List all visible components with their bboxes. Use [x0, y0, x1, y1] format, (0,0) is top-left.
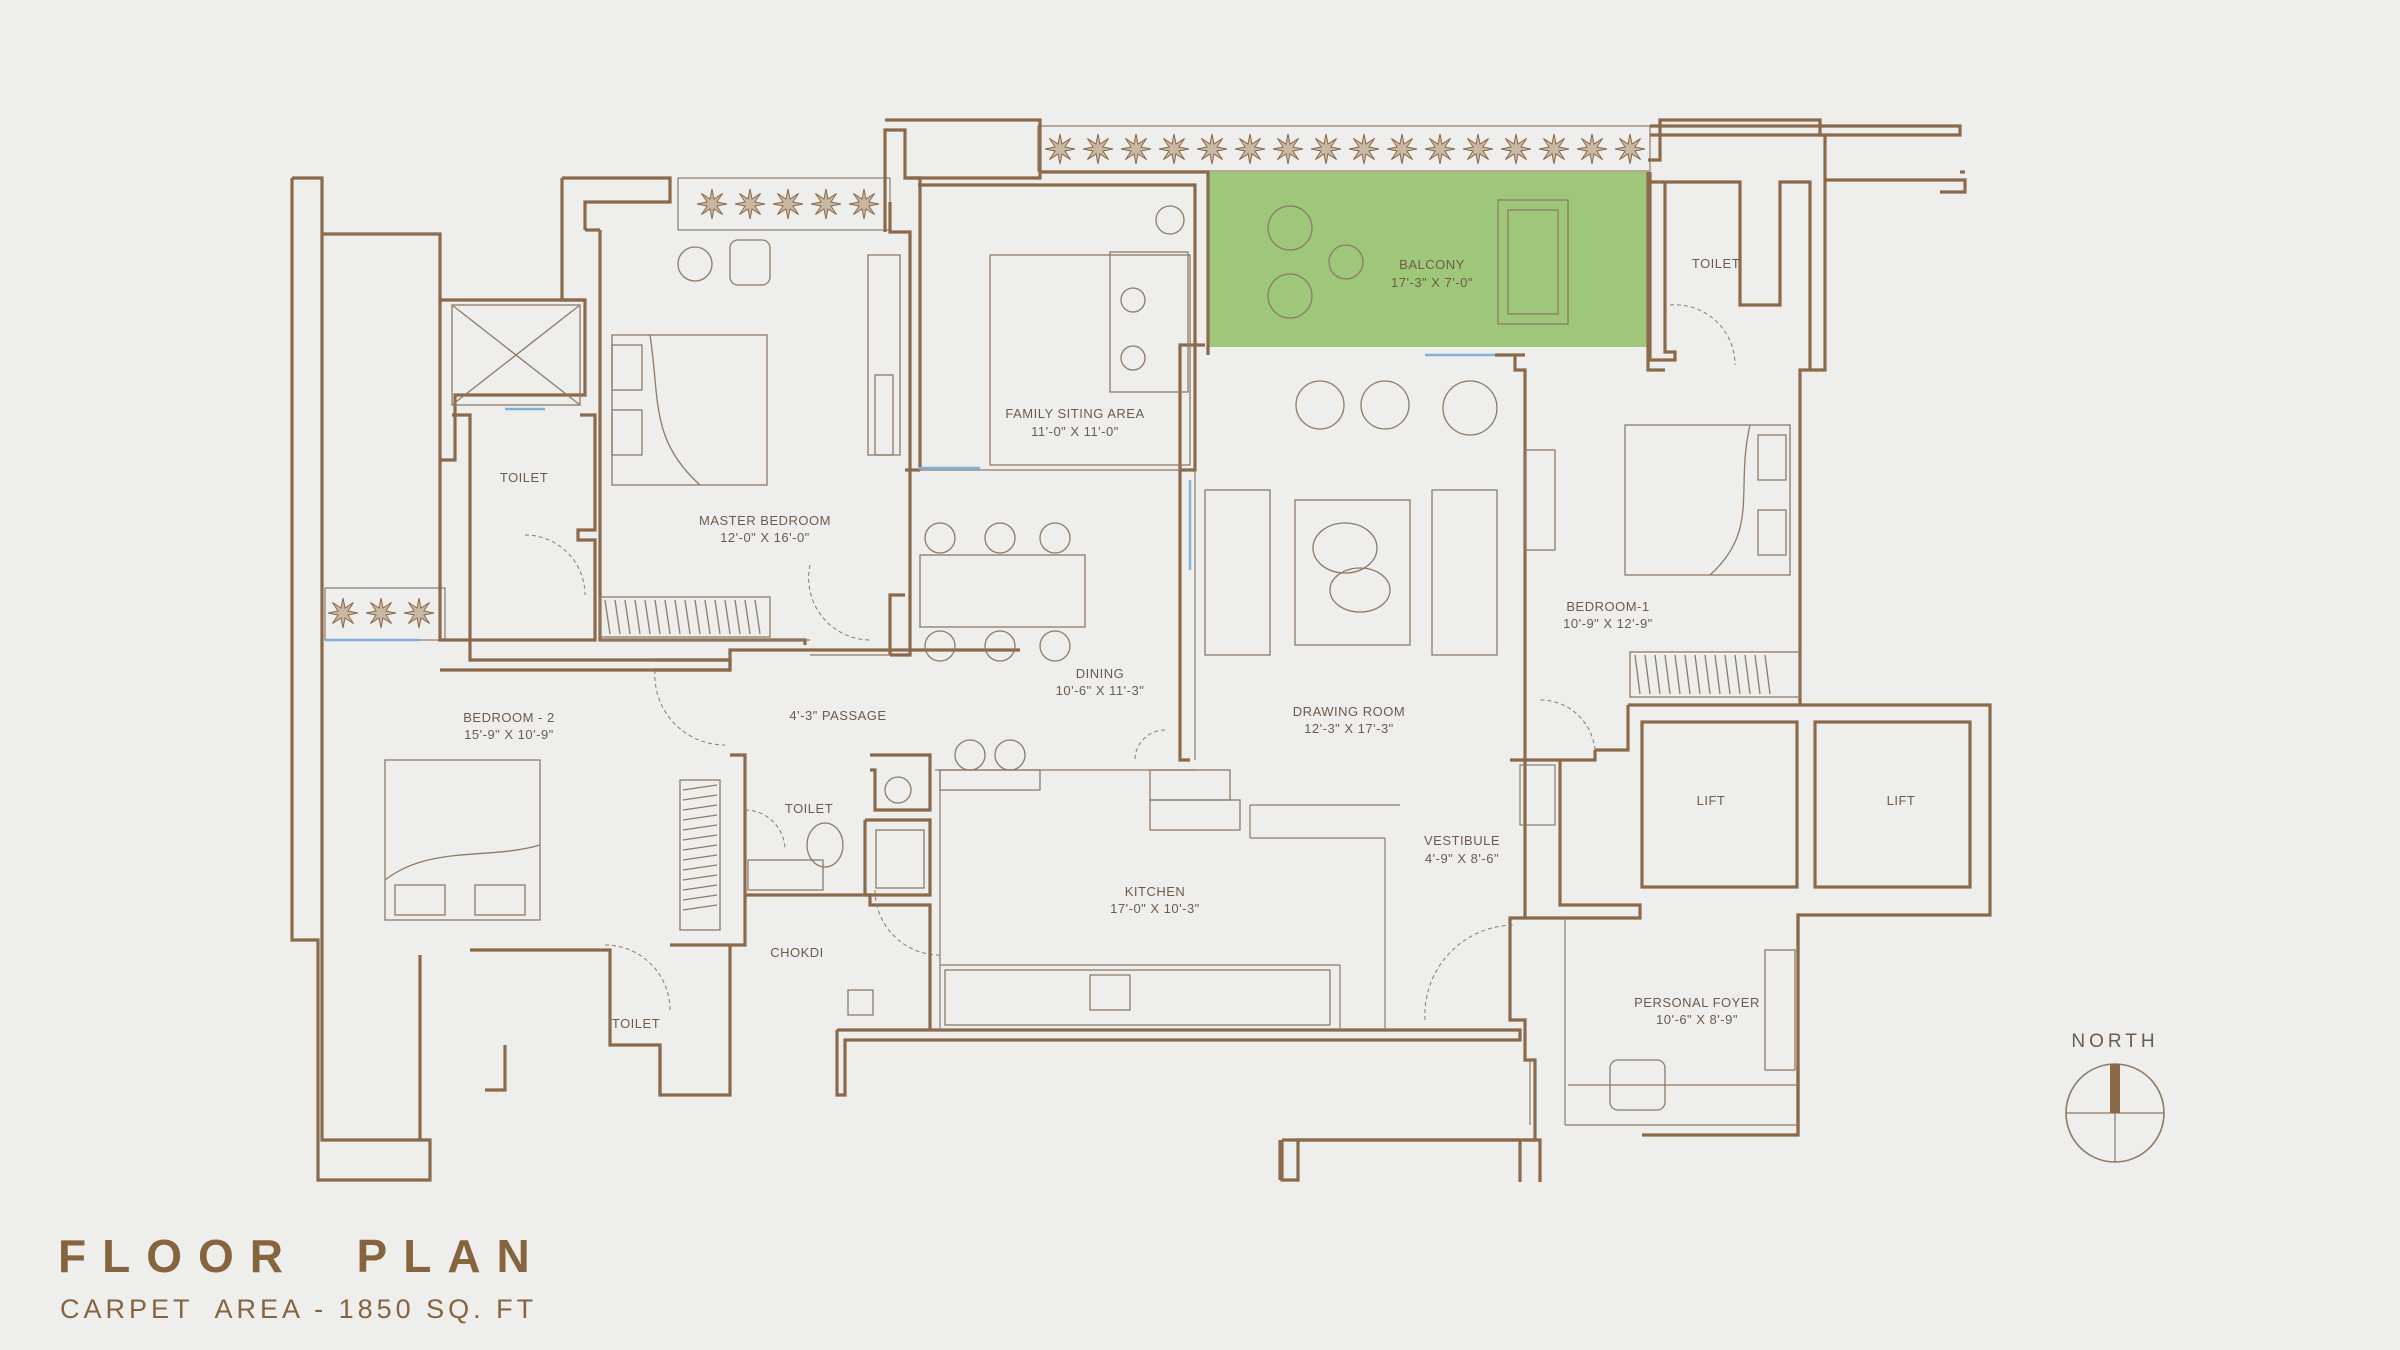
- plant-icon: [1272, 133, 1304, 165]
- plant-icon: [1234, 133, 1266, 165]
- plant-icon: [403, 597, 435, 629]
- balcony-name: BALCONY: [1399, 257, 1465, 272]
- page-title: FLOOR PLAN: [58, 1230, 546, 1282]
- foyer-size: 10'-6" X 8'-9": [1656, 1012, 1738, 1027]
- planter-top: [1037, 125, 1651, 172]
- plant-icon: [1500, 133, 1532, 165]
- chokdi-name: CHOKDI: [770, 945, 824, 960]
- toilet-b2-name: TOILET: [612, 1016, 660, 1031]
- plant-icon: [848, 188, 880, 220]
- master-name: MASTER BEDROOM: [699, 513, 831, 528]
- toilet-mid-name: TOILET: [785, 801, 833, 816]
- plant-icon: [1348, 133, 1380, 165]
- compass-label: NORTH: [2071, 1031, 2158, 1052]
- glazing: [325, 353, 1495, 642]
- foyer-name: PERSONAL FOYER: [1634, 995, 1760, 1010]
- planter-left: [324, 587, 446, 641]
- lift1-name: LIFT: [1697, 793, 1726, 808]
- vestibule-name: VESTIBULE: [1424, 833, 1500, 848]
- dining-name: DINING: [1076, 666, 1125, 681]
- kitchen-size: 17'-0" X 10'-3": [1110, 901, 1200, 916]
- plant-icon: [1462, 133, 1494, 165]
- plant-icon: [1158, 133, 1190, 165]
- balcony-floor: [1208, 172, 1648, 347]
- passage-name: 4'-3" PASSAGE: [789, 708, 886, 723]
- toilet-master-name: TOILET: [500, 470, 548, 485]
- dining-size: 10'-6" X 11'-3": [1056, 683, 1145, 698]
- plant-icon: [772, 188, 804, 220]
- toilet-b1-name: TOILET: [1692, 256, 1740, 271]
- plant-icon: [696, 188, 728, 220]
- plant-icon: [1614, 133, 1646, 165]
- plant-icon: [1538, 133, 1570, 165]
- bedroom2-size: 15'-9" X 10'-9": [464, 727, 554, 742]
- kitchen-name: KITCHEN: [1125, 884, 1186, 899]
- plant-icon: [1576, 133, 1608, 165]
- plant-icon: [1044, 133, 1076, 165]
- plant-icon: [810, 188, 842, 220]
- master-size: 12'-0" X 16'-0": [720, 530, 810, 545]
- family-name: FAMILY SITING AREA: [1005, 406, 1144, 421]
- bedroom2-name: BEDROOM - 2: [463, 710, 554, 725]
- room-labels: BALCONY 17'-3" X 7'-0" FAMILY SITING ARE…: [463, 256, 1915, 1031]
- balcony-size: 17'-3" X 7'-0": [1391, 275, 1473, 290]
- lift2-name: LIFT: [1887, 793, 1916, 808]
- vestibule-size: 4'-9" X 8'-6": [1425, 851, 1499, 866]
- compass: NORTH: [2065, 1031, 2165, 1163]
- furniture: [384, 199, 1801, 1111]
- plant-icon: [1310, 133, 1342, 165]
- family-size: 11'-0" X 11'-0": [1031, 424, 1119, 439]
- plant-icon: [1424, 133, 1456, 165]
- plant-icon: [365, 597, 397, 629]
- plant-icon: [1082, 133, 1114, 165]
- plant-icon: [327, 597, 359, 629]
- drawing-size: 12'-3" X 17'-3": [1304, 721, 1394, 736]
- bedroom1-size: 10'-9" X 12'-9": [1563, 616, 1653, 631]
- plant-icon: [734, 188, 766, 220]
- interior-lines: [322, 232, 1800, 1126]
- plant-icon: [1120, 133, 1152, 165]
- north-arrow-icon: [2110, 1064, 2120, 1113]
- page-subtitle: CARPET AREA - 1850 SQ. FT: [60, 1294, 537, 1324]
- planter-master: [677, 177, 891, 231]
- plant-icon: [1386, 133, 1418, 165]
- bedroom1-name: BEDROOM-1: [1566, 599, 1649, 614]
- doors: [524, 304, 1736, 1021]
- plant-icon: [1196, 133, 1228, 165]
- drawing-name: DRAWING ROOM: [1293, 704, 1405, 719]
